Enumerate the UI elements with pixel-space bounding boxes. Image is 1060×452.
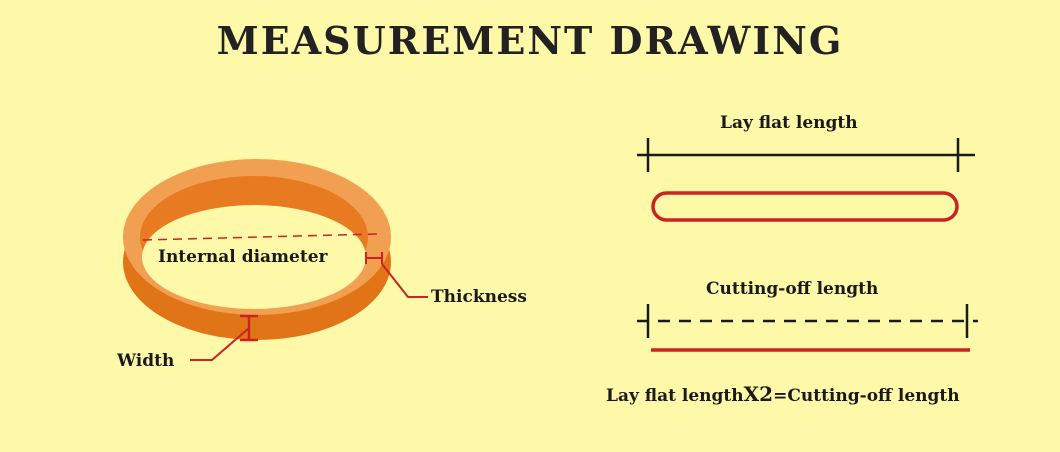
diameter-dashed-line	[142, 233, 378, 241]
page-title: MEASUREMENT DRAWING	[216, 18, 844, 63]
cutting-dimension	[637, 304, 978, 338]
lay-flat-dimension	[637, 138, 975, 172]
lay-flat-label: Lay flat length	[720, 113, 858, 133]
formula-text: Lay flat lengthX2=Cutting-off length	[606, 382, 960, 406]
width-leader	[190, 327, 250, 361]
flat-band-shape	[651, 191, 959, 222]
ring-illustration	[123, 159, 428, 361]
cutting-off-label: Cutting-off length	[706, 279, 879, 299]
thickness-leader	[381, 263, 428, 298]
formula-part1: Lay flat length	[606, 386, 744, 406]
width-label: Width	[117, 351, 175, 371]
formula-multiplier: X2	[743, 382, 774, 406]
formula-part3: =Cutting-off length	[773, 386, 960, 406]
ring-interior	[142, 205, 366, 309]
thickness-label: Thickness	[431, 287, 527, 307]
internal-diameter-label: Internal diameter	[158, 247, 328, 267]
